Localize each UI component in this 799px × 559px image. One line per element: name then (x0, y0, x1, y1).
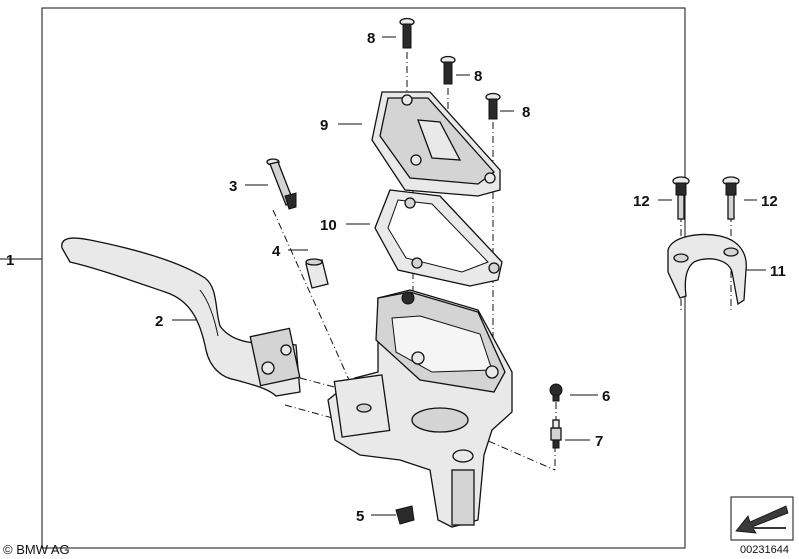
callout-9: 9 (320, 117, 328, 134)
screw-8-top (399, 17, 415, 49)
callout-4: 4 (272, 243, 281, 260)
callout-7: 7 (595, 433, 603, 450)
bleeder-cap-6 (549, 383, 563, 402)
callout-8-top: 8 (367, 30, 375, 47)
clamp-screw-12-left (672, 176, 690, 220)
screw-8-right (485, 92, 501, 120)
callout-8-right: 8 (522, 104, 530, 121)
handlebar-clamp-11 (667, 233, 747, 306)
part-5-cap (395, 505, 415, 525)
callout-labels: 1 2 3 4 5 6 7 8 8 8 9 10 11 12 12 (6, 30, 786, 525)
callout-8-middle: 8 (474, 68, 482, 85)
nav-arrow-box[interactable] (730, 496, 794, 541)
callout-10: 10 (320, 217, 337, 234)
callout-3: 3 (229, 178, 237, 195)
callout-2: 2 (155, 313, 163, 330)
callout-12-right: 12 (761, 193, 778, 210)
copyright-text: © BMW AG (3, 542, 70, 557)
bushing-4 (305, 258, 329, 289)
callout-5: 5 (356, 508, 364, 525)
gasket-10 (374, 189, 503, 287)
master-cylinder-body-1 (327, 289, 513, 528)
bleeder-screw-7 (550, 419, 562, 449)
callout-12-left: 12 (633, 193, 650, 210)
brake-lever-2 (61, 237, 301, 397)
screw-8-middle (440, 55, 456, 85)
callout-11: 11 (770, 263, 786, 280)
pivot-screw-3 (266, 158, 297, 210)
clamp-screw-12-right (722, 176, 740, 220)
diagram-number: 00231644 (740, 544, 789, 556)
callout-1: 1 (6, 252, 14, 269)
callout-6: 6 (602, 388, 610, 405)
arrow-down-left-icon (735, 505, 789, 534)
reservoir-cover-9 (371, 91, 501, 197)
leader-lines (172, 36, 766, 516)
